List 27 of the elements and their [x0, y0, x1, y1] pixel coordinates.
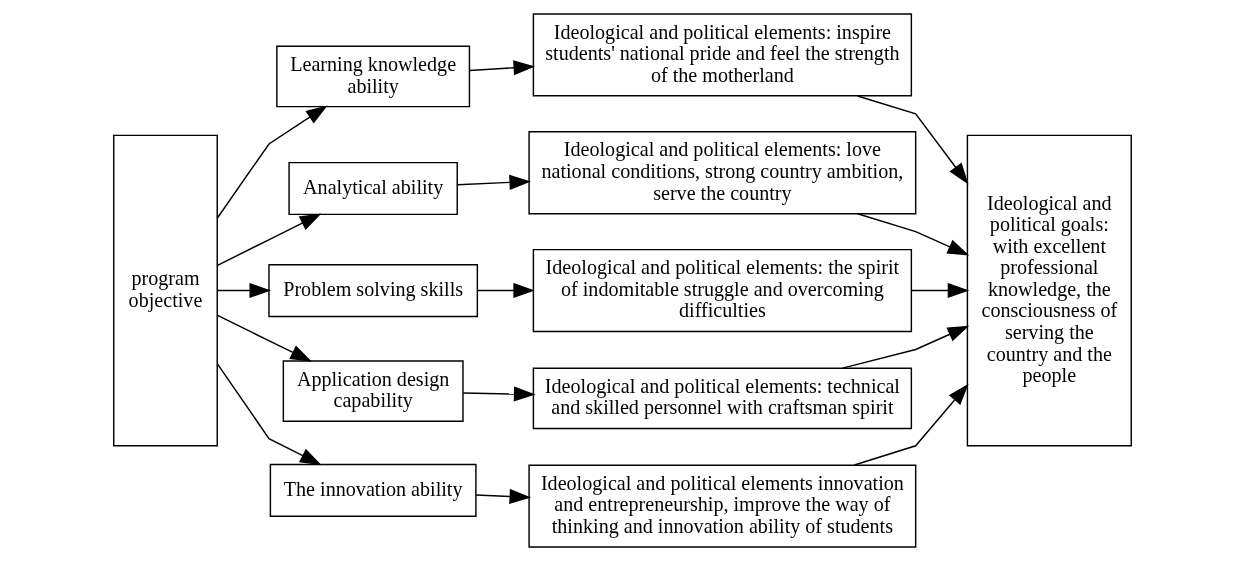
arrow — [474, 488, 531, 505]
arrow — [216, 213, 321, 267]
node-box: Ideological and political elements: technical and skilled personnel with craftsman spirit — [532, 367, 912, 430]
arrow — [456, 174, 531, 190]
arrow — [216, 105, 328, 219]
node-box: Ideological and political elements: inspire students' national pride and feel the strength of the motherland — [532, 13, 912, 97]
arrow — [853, 383, 969, 466]
node-box: Application design capability — [282, 360, 464, 423]
arrow — [216, 283, 271, 299]
arrow — [476, 283, 535, 299]
node-box: program objective — [112, 134, 218, 447]
node-box: Analytical ability — [287, 161, 458, 216]
node-box: Ideological and political elements: the spirit of indomitable struggle and overcoming difficulties — [532, 248, 912, 333]
arrow — [216, 363, 322, 466]
node-box: Problem solving skills — [267, 263, 478, 318]
arrow — [216, 314, 312, 362]
arrow — [841, 325, 969, 369]
arrow — [468, 60, 535, 76]
node-box: Learning knowledge ability — [275, 45, 470, 108]
node-box: Ideological and political elements innovation and entrepreneurship, improve the way of thinking and innovation ability of students — [527, 464, 916, 548]
arrow — [856, 213, 969, 256]
arrow — [856, 95, 968, 185]
arrow — [910, 283, 969, 299]
node-box: Ideological and political elements: love national conditions, strong country ambition, serve the country — [527, 131, 916, 215]
arrow — [462, 386, 535, 402]
node-box: The innovation ability — [269, 463, 477, 517]
node-box: Ideological and political goals: with excellent professional knowledge, the consciousness of serving the country and the people — [966, 134, 1132, 447]
